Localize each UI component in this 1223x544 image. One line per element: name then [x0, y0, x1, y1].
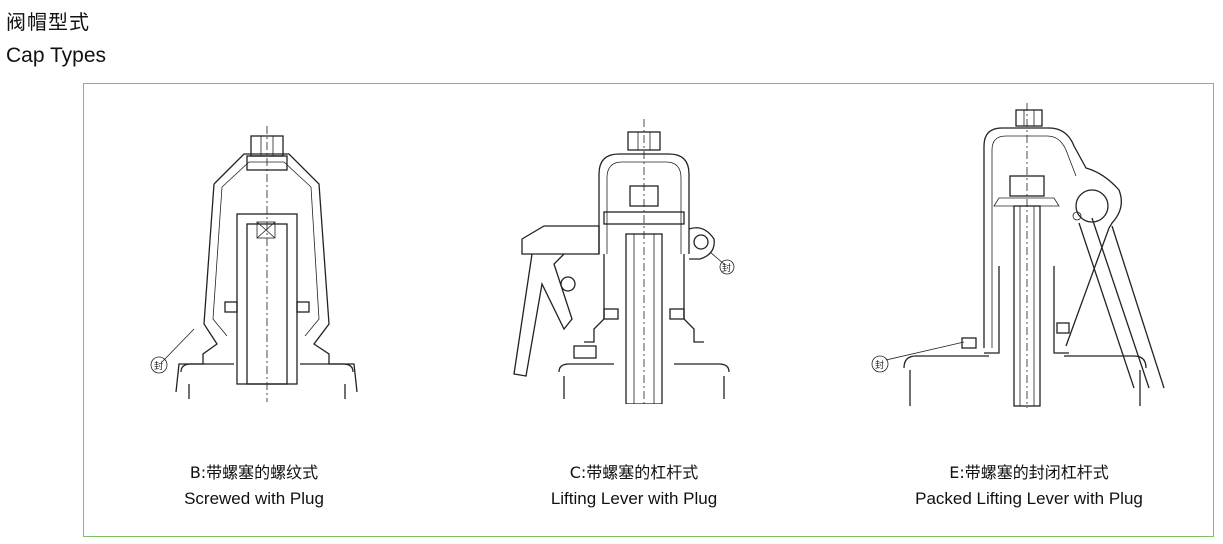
caption-e-chinese: E:带螺塞的封闭杠杆式 — [949, 463, 1109, 482]
caption-b-english: Screwed with Plug — [184, 489, 324, 508]
caption-cap-type-e: E:带螺塞的封闭杠杆式 Packed Lifting Lever with Pl… — [894, 460, 1164, 512]
caption-cap-type-b: B:带螺塞的螺纹式 Screwed with Plug — [144, 460, 364, 512]
caption-c-chinese: C:带螺塞的杠杆式 — [569, 463, 699, 482]
seal-label-c: 封 — [722, 262, 731, 274]
diagram-frame: 封 — [83, 83, 1214, 537]
section-title-english: Cap Types — [6, 44, 107, 67]
cap-type-c-drawing: 封 — [504, 114, 764, 404]
caption-c-english: Lifting Lever with Plug — [550, 489, 718, 508]
section-title-chinese: 阀帽型式 — [6, 10, 90, 34]
seal-label-e: 封 — [875, 359, 884, 371]
cap-type-b-drawing: 封 — [129, 124, 369, 404]
caption-b-chinese: B:带螺塞的螺纹式 — [189, 463, 319, 482]
caption-e-english: Packed Lifting Lever with Plug — [915, 489, 1143, 508]
seal-label-b: 封 — [154, 360, 163, 372]
cap-type-e-drawing: 封 — [864, 98, 1184, 408]
caption-cap-type-c: C:带螺塞的杠杆式 Lifting Lever with Plug — [514, 460, 754, 512]
